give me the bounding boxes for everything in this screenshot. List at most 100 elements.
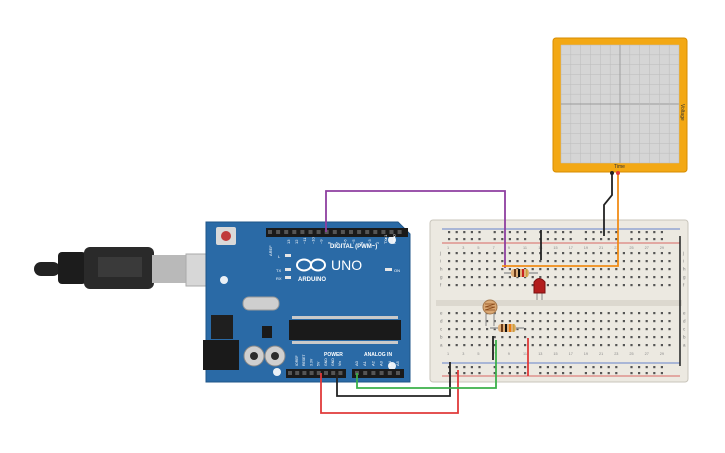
- terminal-hole[interactable]: [531, 336, 534, 339]
- wire-black-plotter[interactable]: [603, 172, 613, 236]
- rail-hole[interactable]: [554, 372, 557, 375]
- rail-hole[interactable]: [638, 238, 641, 241]
- terminal-hole[interactable]: [569, 328, 572, 331]
- terminal-hole[interactable]: [562, 320, 565, 323]
- terminal-hole[interactable]: [569, 344, 572, 347]
- terminal-hole[interactable]: [638, 320, 641, 323]
- terminal-hole[interactable]: [546, 320, 549, 323]
- rail-hole[interactable]: [478, 366, 481, 369]
- rail-hole[interactable]: [645, 238, 648, 241]
- terminal-hole[interactable]: [486, 268, 489, 271]
- rail-hole[interactable]: [508, 372, 511, 375]
- rail-hole[interactable]: [546, 231, 549, 234]
- terminal-hole[interactable]: [524, 276, 527, 279]
- red-led[interactable]: [533, 278, 546, 301]
- terminal-hole[interactable]: [508, 320, 511, 323]
- terminal-hole[interactable]: [615, 252, 618, 255]
- terminal-hole[interactable]: [668, 260, 671, 263]
- rail-hole[interactable]: [546, 238, 549, 241]
- rail-hole[interactable]: [524, 366, 527, 369]
- rail-hole[interactable]: [600, 231, 603, 234]
- terminal-hole[interactable]: [546, 276, 549, 279]
- terminal-hole[interactable]: [508, 312, 511, 315]
- terminal-hole[interactable]: [577, 328, 580, 331]
- rail-hole[interactable]: [645, 366, 648, 369]
- terminal-hole[interactable]: [508, 276, 511, 279]
- terminal-hole[interactable]: [668, 268, 671, 271]
- terminal-hole[interactable]: [554, 344, 557, 347]
- header-pin[interactable]: [389, 230, 394, 234]
- terminal-hole[interactable]: [668, 312, 671, 315]
- rail-hole[interactable]: [630, 231, 633, 234]
- terminal-hole[interactable]: [501, 336, 504, 339]
- resistor-top[interactable]: [504, 269, 538, 277]
- rail-hole[interactable]: [463, 366, 466, 369]
- header-pin[interactable]: [300, 230, 305, 234]
- terminal-hole[interactable]: [653, 344, 656, 347]
- resistor-bottom[interactable]: [490, 324, 524, 332]
- header-pin[interactable]: [387, 371, 392, 375]
- terminal-hole[interactable]: [539, 344, 542, 347]
- rail-hole[interactable]: [493, 372, 496, 375]
- rail-hole[interactable]: [660, 372, 663, 375]
- terminal-hole[interactable]: [668, 320, 671, 323]
- terminal-hole[interactable]: [470, 328, 473, 331]
- terminal-hole[interactable]: [470, 336, 473, 339]
- rail-hole[interactable]: [539, 372, 542, 375]
- photoresistor[interactable]: [482, 299, 498, 326]
- terminal-hole[interactable]: [463, 252, 466, 255]
- header-pin[interactable]: [379, 371, 384, 375]
- rail-hole[interactable]: [562, 238, 565, 241]
- rail-hole[interactable]: [470, 238, 473, 241]
- terminal-hole[interactable]: [493, 336, 496, 339]
- terminal-hole[interactable]: [630, 344, 633, 347]
- terminal-hole[interactable]: [660, 344, 663, 347]
- terminal-hole[interactable]: [645, 344, 648, 347]
- terminal-hole[interactable]: [554, 336, 557, 339]
- terminal-hole[interactable]: [668, 284, 671, 287]
- header-pin[interactable]: [363, 371, 368, 375]
- header-pin[interactable]: [357, 230, 362, 234]
- rail-hole[interactable]: [470, 231, 473, 234]
- rail-hole[interactable]: [463, 238, 466, 241]
- terminal-hole[interactable]: [562, 336, 565, 339]
- terminal-hole[interactable]: [463, 336, 466, 339]
- rail-hole[interactable]: [463, 231, 466, 234]
- terminal-hole[interactable]: [584, 268, 587, 271]
- terminal-hole[interactable]: [638, 260, 641, 263]
- terminal-hole[interactable]: [630, 260, 633, 263]
- terminal-hole[interactable]: [463, 344, 466, 347]
- header-pin[interactable]: [308, 230, 313, 234]
- terminal-hole[interactable]: [455, 344, 458, 347]
- terminal-hole[interactable]: [600, 284, 603, 287]
- terminal-hole[interactable]: [592, 328, 595, 331]
- terminal-hole[interactable]: [569, 320, 572, 323]
- terminal-hole[interactable]: [531, 312, 534, 315]
- terminal-hole[interactable]: [638, 336, 641, 339]
- header-pin[interactable]: [381, 230, 386, 234]
- terminal-hole[interactable]: [668, 252, 671, 255]
- rail-hole[interactable]: [501, 238, 504, 241]
- terminal-hole[interactable]: [653, 320, 656, 323]
- terminal-hole[interactable]: [615, 260, 618, 263]
- terminal-hole[interactable]: [577, 252, 580, 255]
- terminal-hole[interactable]: [615, 344, 618, 347]
- terminal-hole[interactable]: [531, 268, 534, 271]
- terminal-hole[interactable]: [660, 328, 663, 331]
- terminal-hole[interactable]: [562, 328, 565, 331]
- rail-hole[interactable]: [638, 366, 641, 369]
- terminal-hole[interactable]: [546, 336, 549, 339]
- rail-hole[interactable]: [508, 238, 511, 241]
- rail-hole[interactable]: [607, 238, 610, 241]
- terminal-hole[interactable]: [577, 276, 580, 279]
- terminal-hole[interactable]: [486, 344, 489, 347]
- terminal-hole[interactable]: [539, 276, 542, 279]
- rail-hole[interactable]: [569, 238, 572, 241]
- plotter-terminal-negative[interactable]: [610, 171, 614, 175]
- terminal-hole[interactable]: [638, 284, 641, 287]
- terminal-hole[interactable]: [448, 328, 451, 331]
- terminal-hole[interactable]: [592, 260, 595, 263]
- header-pin[interactable]: [371, 371, 376, 375]
